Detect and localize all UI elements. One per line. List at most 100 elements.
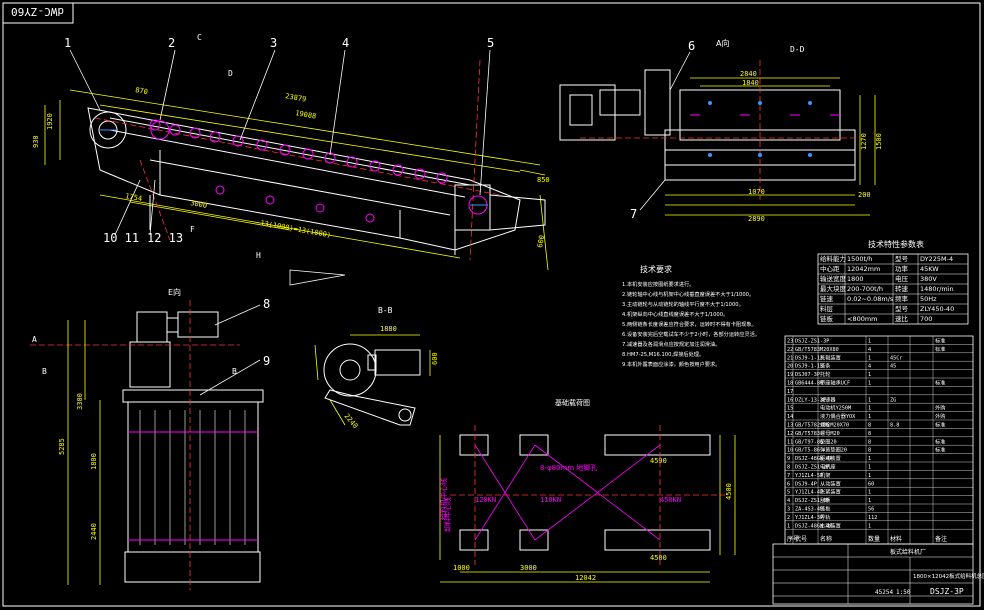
bom-cell: DSJ07-3P [795,372,820,378]
scale: 1:50 [896,589,911,596]
dim-19088: 19088 [295,109,317,121]
tech-param-cell: 700 [920,315,932,323]
callout-10-11: 10 11 [103,231,139,245]
bom-cell: 8 [787,465,790,471]
bom-cell: 21 [787,355,793,361]
tech-param-cell: 电压 [895,274,909,283]
bom-cell: 8 [868,431,871,437]
bom-cell: 1 [868,339,871,345]
bom-cell: 1 [868,381,871,387]
bom-cell: DSJ9-1-13 [795,355,823,361]
e-view-drive: E向 528 [30,287,270,590]
bom-cell: 15 [787,406,793,412]
dim-1500: 1500 [875,133,883,150]
note-line: 8.HM7-25,M16.100,焊接后处理。 [622,350,704,358]
bom-cell: 2 [787,515,790,521]
bom-header-cell: 材料 [890,535,902,543]
note-line: 7.减速器及各润滑点应按规定加注润滑油。 [622,340,720,348]
dim-2890: 2890 [748,215,765,223]
weight: 45254 [875,589,893,596]
notes-title: 技术要求 [640,264,672,274]
tech-param-cell: 200-700t/h [847,285,883,293]
callout-5: 5 [487,36,494,50]
tech-param-cell: 链速 [820,294,834,303]
title-code-box [2,2,74,24]
bom-cell: 1 [868,406,871,412]
found-axis-h: 卸料中心线 [443,497,452,532]
bom-cell: 18 [787,381,793,387]
dim-pitch: 13(1000)=13(1000) [260,219,332,239]
bom-cell: 标准 [935,379,945,387]
slope-indicator [289,269,346,286]
bom-cell: 1 [868,498,871,504]
bom-cell: 1 [868,473,871,479]
bom-cell: 1 [868,397,871,403]
label-e-view: E向 [168,287,181,297]
bom-cell: 23 [787,339,793,345]
bom-cell: DSJZ-ZS1-3P [795,339,829,345]
bom-cell: 4 [787,498,790,504]
bom-cell: 1 [868,465,871,471]
bom-cell: 外购 [935,404,945,412]
bom-cell: 1 [868,490,871,496]
bom-cell: 机架 [820,471,830,479]
bom-cell: 45Cr [890,355,903,361]
bom-cell: 112 [868,515,877,521]
callout-4: 4 [342,36,349,50]
tech-param-cell: DY225M-4 [920,255,953,263]
bom-cell: 17 [787,389,793,395]
dim-2440: 2440 [90,523,98,540]
dim-1000-f: 1000 [453,564,470,572]
tech-param-cell: 0.02~0.08m/s [847,295,894,303]
callout-8: 8 [263,297,270,311]
dim-1880: 1880 [380,325,397,333]
bom-cell: 标准 [935,337,945,345]
tech-param-cell: 链板 [820,314,834,323]
bom-cell: 8.8 [890,423,899,429]
dim-1840: 1840 [742,79,759,87]
dim-850: 850 [537,176,550,184]
bom-cell: 驱动装置 [820,454,841,462]
tech-table-title: 技术特性参数表 [868,239,924,249]
note-line: 2.链轮轴中心线与机架中心线垂直度误差不大于1/1000。 [622,290,754,298]
note-line: 3.主动链轮与从动链轮的轴线平行度不大于1/1000。 [622,300,744,308]
bom-cell: M20X80 [820,347,839,353]
bom-cell: 带座轴承UCF [820,379,850,387]
bom-cell: 8 [868,423,871,429]
bom-cell: 5 [787,490,790,496]
note-line: 1.本机安装应按图纸要求进行。 [622,280,694,288]
tech-param-cell: 中心距 [820,264,840,273]
bom-cell: 链板 [820,505,831,513]
bom-cell: YJ1ZL4-3P [795,515,823,521]
dim-5285: 5285 [58,438,66,455]
tech-param-cell: 型号 [895,304,909,313]
bom-cell: ZG [890,397,896,403]
bom-cell: DZLY-13-3P [795,397,826,403]
drawing-number: DSJZ-3P [930,587,964,596]
bom-cell: 标准 [935,437,945,445]
bom-cell: GB/T5783 [795,347,820,353]
tech-param-cell: 1800 [847,275,864,283]
tech-param-cell: 1480r/min [920,285,954,293]
note-line: 5.两侧链条长度误差应符合要求，运转时不得有卡阻现象。 [622,320,757,328]
mark-b-left: B [42,367,47,376]
bom-cell: 60 [868,481,874,487]
callout-6: 6 [688,39,695,53]
bom-cell: 16 [787,397,793,403]
bom-header-cell: 备注 [935,535,947,543]
bom-cell: DSJZ-ZS1-8P [795,498,829,504]
found-note: 8-φ80mm 地脚孔 [540,463,597,472]
bom-cell: 3 [787,507,790,513]
found-axis-v: 给料机中心线 [439,478,448,520]
technical-notes: 技术要求 1.本机安装应按图纸要求进行。 2.链轮轴中心线与机架中心线垂直度误差不… [622,264,760,368]
tech-param-cell: ZLY450-40 [920,305,954,313]
bom-cell: GB/T5782-86 [795,423,829,429]
foundation-title: 基础载荷图 [555,398,590,407]
label-dd: D-D [790,45,805,54]
section-bb: B-B 1880 600 2240 [314,306,439,430]
foundation-plan: 基础载荷图 给料机中心线 卸料中心 [439,398,736,583]
bom-cell: 8 [868,448,871,454]
dim-600: 600 [536,234,546,248]
tech-param-cell: 给料能力 [820,254,846,263]
